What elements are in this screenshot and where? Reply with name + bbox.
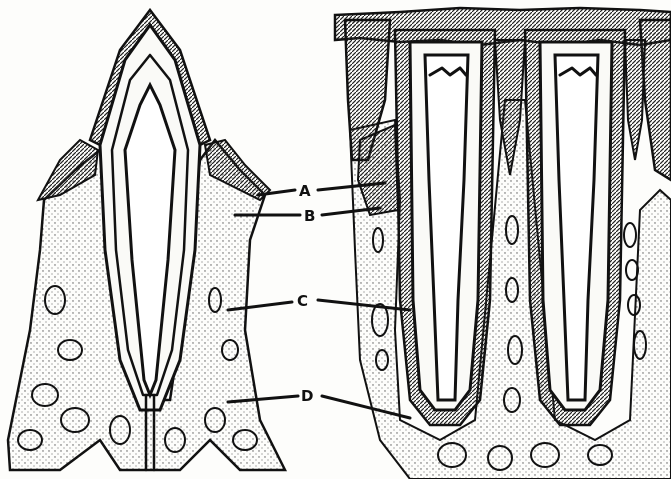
label-c: C	[297, 292, 308, 310]
right-tooth-1	[395, 30, 495, 425]
label-a: A	[299, 182, 311, 200]
right-interdental-gum-2	[625, 40, 645, 160]
right-tooth-2	[525, 30, 625, 425]
label-b: B	[304, 207, 315, 225]
label-d: D	[301, 387, 313, 405]
right-tooth-section	[335, 8, 671, 479]
